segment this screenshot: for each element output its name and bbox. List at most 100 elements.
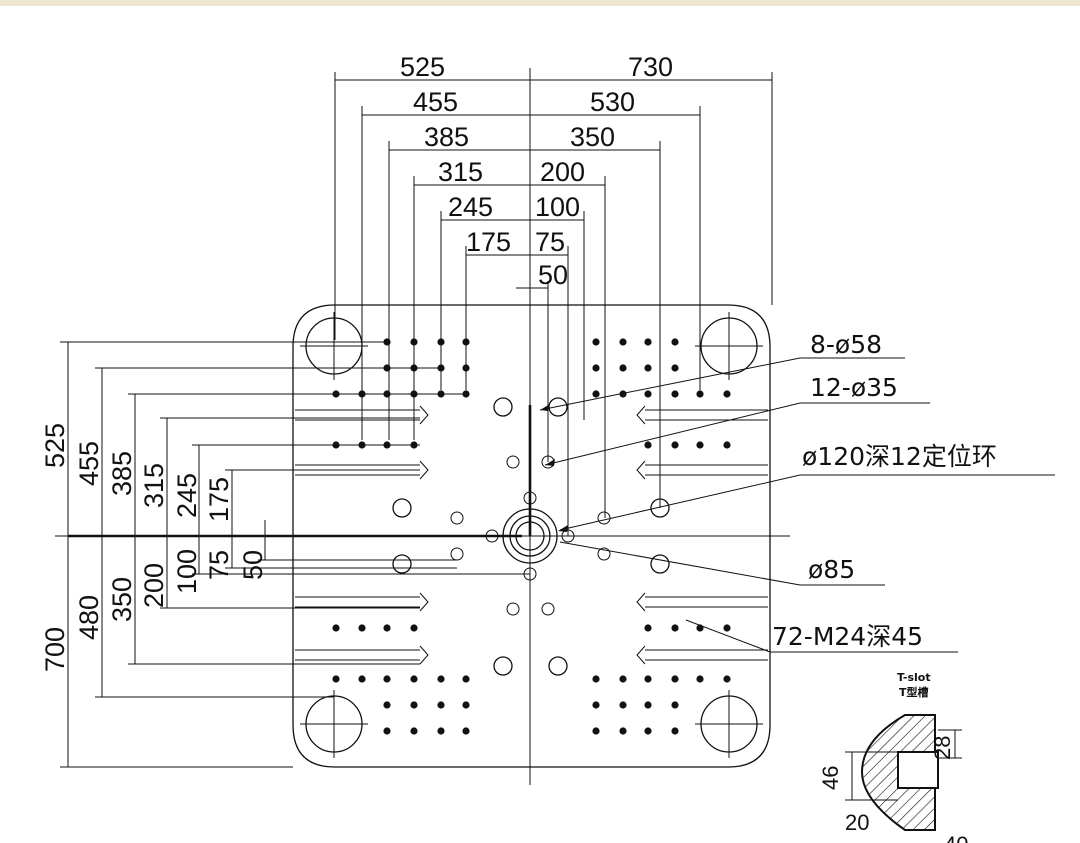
- tapped-hole-dot: [437, 727, 445, 735]
- tapped-hole-dot: [671, 624, 679, 632]
- ejector-hole: [392, 554, 412, 574]
- tapped-hole-dot: [410, 624, 418, 632]
- tapped-hole-dot: [671, 727, 679, 735]
- small-hole: [506, 455, 520, 469]
- arrow: [545, 459, 555, 466]
- tapped-hole-dot: [437, 675, 445, 683]
- dim-label: 700: [40, 627, 70, 672]
- small-hole: [597, 511, 611, 525]
- tapped-hole-dot: [723, 624, 731, 632]
- tapped-hole-dot: [592, 727, 600, 735]
- tapped-hole-dot: [644, 338, 652, 346]
- platen-outline: [292, 304, 771, 768]
- tapped-hole-dot: [410, 701, 418, 709]
- dim-label: 100: [172, 549, 202, 594]
- tie-bar-holes: [300, 312, 763, 758]
- tapped-hole-dot: [410, 727, 418, 735]
- t-slot-left: [295, 405, 429, 425]
- t-slot-dim: 46: [818, 766, 843, 790]
- dim-label: 350: [570, 122, 615, 152]
- tapped-hole-dot: [723, 390, 731, 398]
- tapped-hole-dot: [671, 701, 679, 709]
- dim-label: 350: [107, 577, 137, 622]
- tapped-hole-dot: [619, 701, 627, 709]
- tapped-hole-dot: [437, 701, 445, 709]
- dim-label: 525: [40, 423, 70, 468]
- arrow: [558, 525, 568, 532]
- left-dimension-labels: 525 455 385 315 245 175 700 480 350 200 …: [40, 423, 268, 672]
- left-dimensions: [60, 341, 530, 768]
- tapped-hole-dot: [619, 390, 627, 398]
- tapped-hole-dot: [332, 675, 340, 683]
- top-frame-strip: [0, 0, 1080, 6]
- dim-label: 75: [204, 550, 234, 580]
- tapped-hole-dot: [592, 364, 600, 372]
- ejector-hole: [493, 397, 513, 417]
- dim-label: 100: [535, 192, 580, 222]
- tapped-hole-dot: [644, 441, 652, 449]
- tapped-holes-label: 72-M24深45: [772, 622, 923, 651]
- dim-label: 200: [139, 563, 169, 608]
- tapped-hole-dot: [671, 441, 679, 449]
- t-slot-detail: T-slot T型槽 28 46 20 40: [818, 671, 968, 843]
- t-slot-cut: [897, 751, 939, 789]
- ejector-hole: [548, 656, 568, 676]
- tapped-hole-dot: [592, 390, 600, 398]
- tapped-hole-dot: [462, 727, 470, 735]
- top-dimension-labels: 525 455 385 315 245 175 730 530 350 200 …: [400, 52, 673, 290]
- dim-label: 385: [107, 451, 137, 496]
- locating-ring-label: ø120深12定位环: [802, 442, 997, 471]
- ejector-hole: [650, 554, 670, 574]
- dim-label: 480: [74, 595, 104, 640]
- t-slot-dim: 40: [944, 832, 968, 843]
- dim-label: 175: [204, 477, 234, 522]
- tapped-hole-dot: [358, 675, 366, 683]
- leader-center-hole: [559, 541, 885, 586]
- dim-label: 530: [590, 87, 635, 117]
- dim-label: 525: [400, 52, 445, 82]
- dim-label: 455: [74, 441, 104, 486]
- arrow: [540, 404, 550, 411]
- dim-label: 315: [139, 463, 169, 508]
- dim-label: 50: [538, 260, 568, 290]
- dim-label: 385: [424, 122, 469, 152]
- t-slot-left: [295, 645, 429, 665]
- dim-label: 75: [535, 227, 565, 257]
- tapped-hole-dot: [619, 364, 627, 372]
- tapped-hole-dot: [410, 675, 418, 683]
- dim-label: 315: [438, 157, 483, 187]
- dim-label: 50: [238, 550, 268, 580]
- tapped-hole-dot: [462, 675, 470, 683]
- tapped-hole-dot: [644, 727, 652, 735]
- t-slot-dim: 28: [930, 736, 955, 760]
- t-slot-right: [636, 645, 768, 665]
- t-slot-right: [636, 460, 768, 480]
- dim-label: 245: [448, 192, 493, 222]
- tapped-hole-dot: [619, 338, 627, 346]
- center-hole-label: ø85: [808, 555, 855, 584]
- dim-label: 245: [172, 473, 202, 518]
- center-leader: [68, 405, 532, 538]
- callout-labels: 8-ø58 12-ø35 ø120深12定位环 ø85 72-M24深45: [772, 330, 997, 651]
- tapped-hole-dot: [644, 624, 652, 632]
- tapped-hole-dot: [592, 701, 600, 709]
- tapped-hole-dot: [383, 675, 391, 683]
- t-slot-title: T-slot: [897, 671, 931, 684]
- tapped-hole-dot: [644, 675, 652, 683]
- leader-locating-ring: [559, 474, 1055, 531]
- tapped-hole-dot: [671, 338, 679, 346]
- t-slot-left: [295, 460, 429, 480]
- tapped-hole-dot: [619, 727, 627, 735]
- leader-tapped: [685, 619, 958, 653]
- tapped-hole-dot: [723, 675, 731, 683]
- tapped-hole-dot: [592, 675, 600, 683]
- ejector-hole: [548, 397, 568, 417]
- tapped-hole-dot: [383, 701, 391, 709]
- dim-label: 175: [466, 227, 511, 257]
- ejector-hole: [493, 656, 513, 676]
- tapped-hole-dot: [383, 727, 391, 735]
- small-hole: [541, 602, 555, 616]
- t-slot-subtitle: T型槽: [899, 685, 929, 699]
- dim-label: 455: [413, 87, 458, 117]
